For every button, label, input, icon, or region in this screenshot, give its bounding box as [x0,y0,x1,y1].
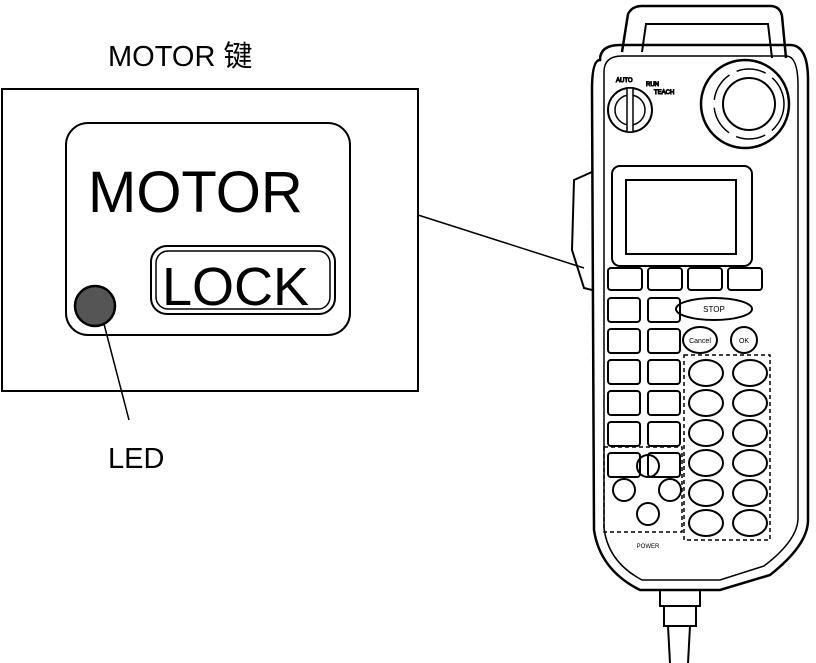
function-key[interactable] [607,390,641,416]
function-key[interactable] [607,421,641,447]
stop-label: STOP [703,305,725,314]
arrow-down-button[interactable] [636,502,660,526]
function-key[interactable] [647,452,681,478]
callout-leader-line [417,214,585,269]
cable-nut [663,605,697,627]
function-key[interactable] [687,267,723,291]
jog-plus-key[interactable] [732,509,768,537]
pendant-body [590,43,810,592]
led-leader-line [103,323,130,421]
jog-plus-key[interactable] [732,479,768,507]
function-key[interactable] [647,328,681,354]
motor-lock-key-small[interactable] [607,267,643,291]
screen-bezel [611,165,753,267]
callout-frame [1,88,419,392]
jog-plus-key[interactable] [732,419,768,447]
jog-plus-key[interactable] [732,389,768,417]
mode-teach-label: TEACH [654,90,674,96]
jog-minus-key[interactable] [688,509,724,537]
cancel-button[interactable] [682,326,718,354]
cable-gland [659,589,701,607]
jog-minus-key[interactable] [688,359,724,387]
emergency-stop-cap [722,77,776,131]
function-key[interactable] [647,421,681,447]
function-key[interactable] [607,328,641,354]
ok-label: OK [739,338,749,345]
teach-pendant: AUTO RUN TEACH STOP Cancel OK POWER [570,4,810,663]
arrow-right-button[interactable] [658,478,682,502]
enable-switch [570,171,593,291]
motor-lock-key [65,122,351,336]
stop-button[interactable] [675,297,753,321]
power-label: POWER [637,544,660,550]
jog-plus-key[interactable] [732,359,768,387]
lock-key-text: LOCK [162,257,309,317]
function-key[interactable] [607,297,641,323]
function-key[interactable] [607,452,641,478]
jog-minus-key[interactable] [688,419,724,447]
pendant-body-inner [603,55,799,581]
arrow-left-button[interactable] [612,478,636,502]
function-key[interactable] [647,359,681,385]
function-key[interactable] [647,390,681,416]
jog-minus-key[interactable] [688,449,724,477]
motor-key-text: MOTOR [88,160,303,225]
led-indicator [73,284,117,328]
arrow-up-button[interactable] [636,454,660,478]
pendant-handle [620,4,788,59]
jog-minus-key[interactable] [688,479,724,507]
mode-key-slot [626,87,634,133]
function-key[interactable] [727,267,763,291]
mode-auto-label: AUTO [616,78,633,84]
jog-minus-key[interactable] [688,389,724,417]
function-key[interactable] [647,297,681,323]
jog-key-area [683,354,771,541]
emergency-stop-button[interactable] [699,58,791,150]
lock-pill [150,245,336,315]
led-label: LED [108,443,164,475]
diagram-title: MOTOR 键 [108,40,252,73]
arrow-pad-area [603,446,683,533]
cancel-label: Cancel [689,338,711,345]
mode-run-label: RUN [646,82,659,88]
cable [667,625,691,663]
ok-button[interactable] [730,326,758,354]
lcd-screen [625,179,737,255]
pendant-handle-inner [641,23,773,59]
emergency-stop-ring [713,68,785,140]
function-key[interactable] [647,267,683,291]
function-key[interactable] [607,359,641,385]
lock-pill-inner [155,250,331,310]
jog-plus-key[interactable] [732,449,768,477]
